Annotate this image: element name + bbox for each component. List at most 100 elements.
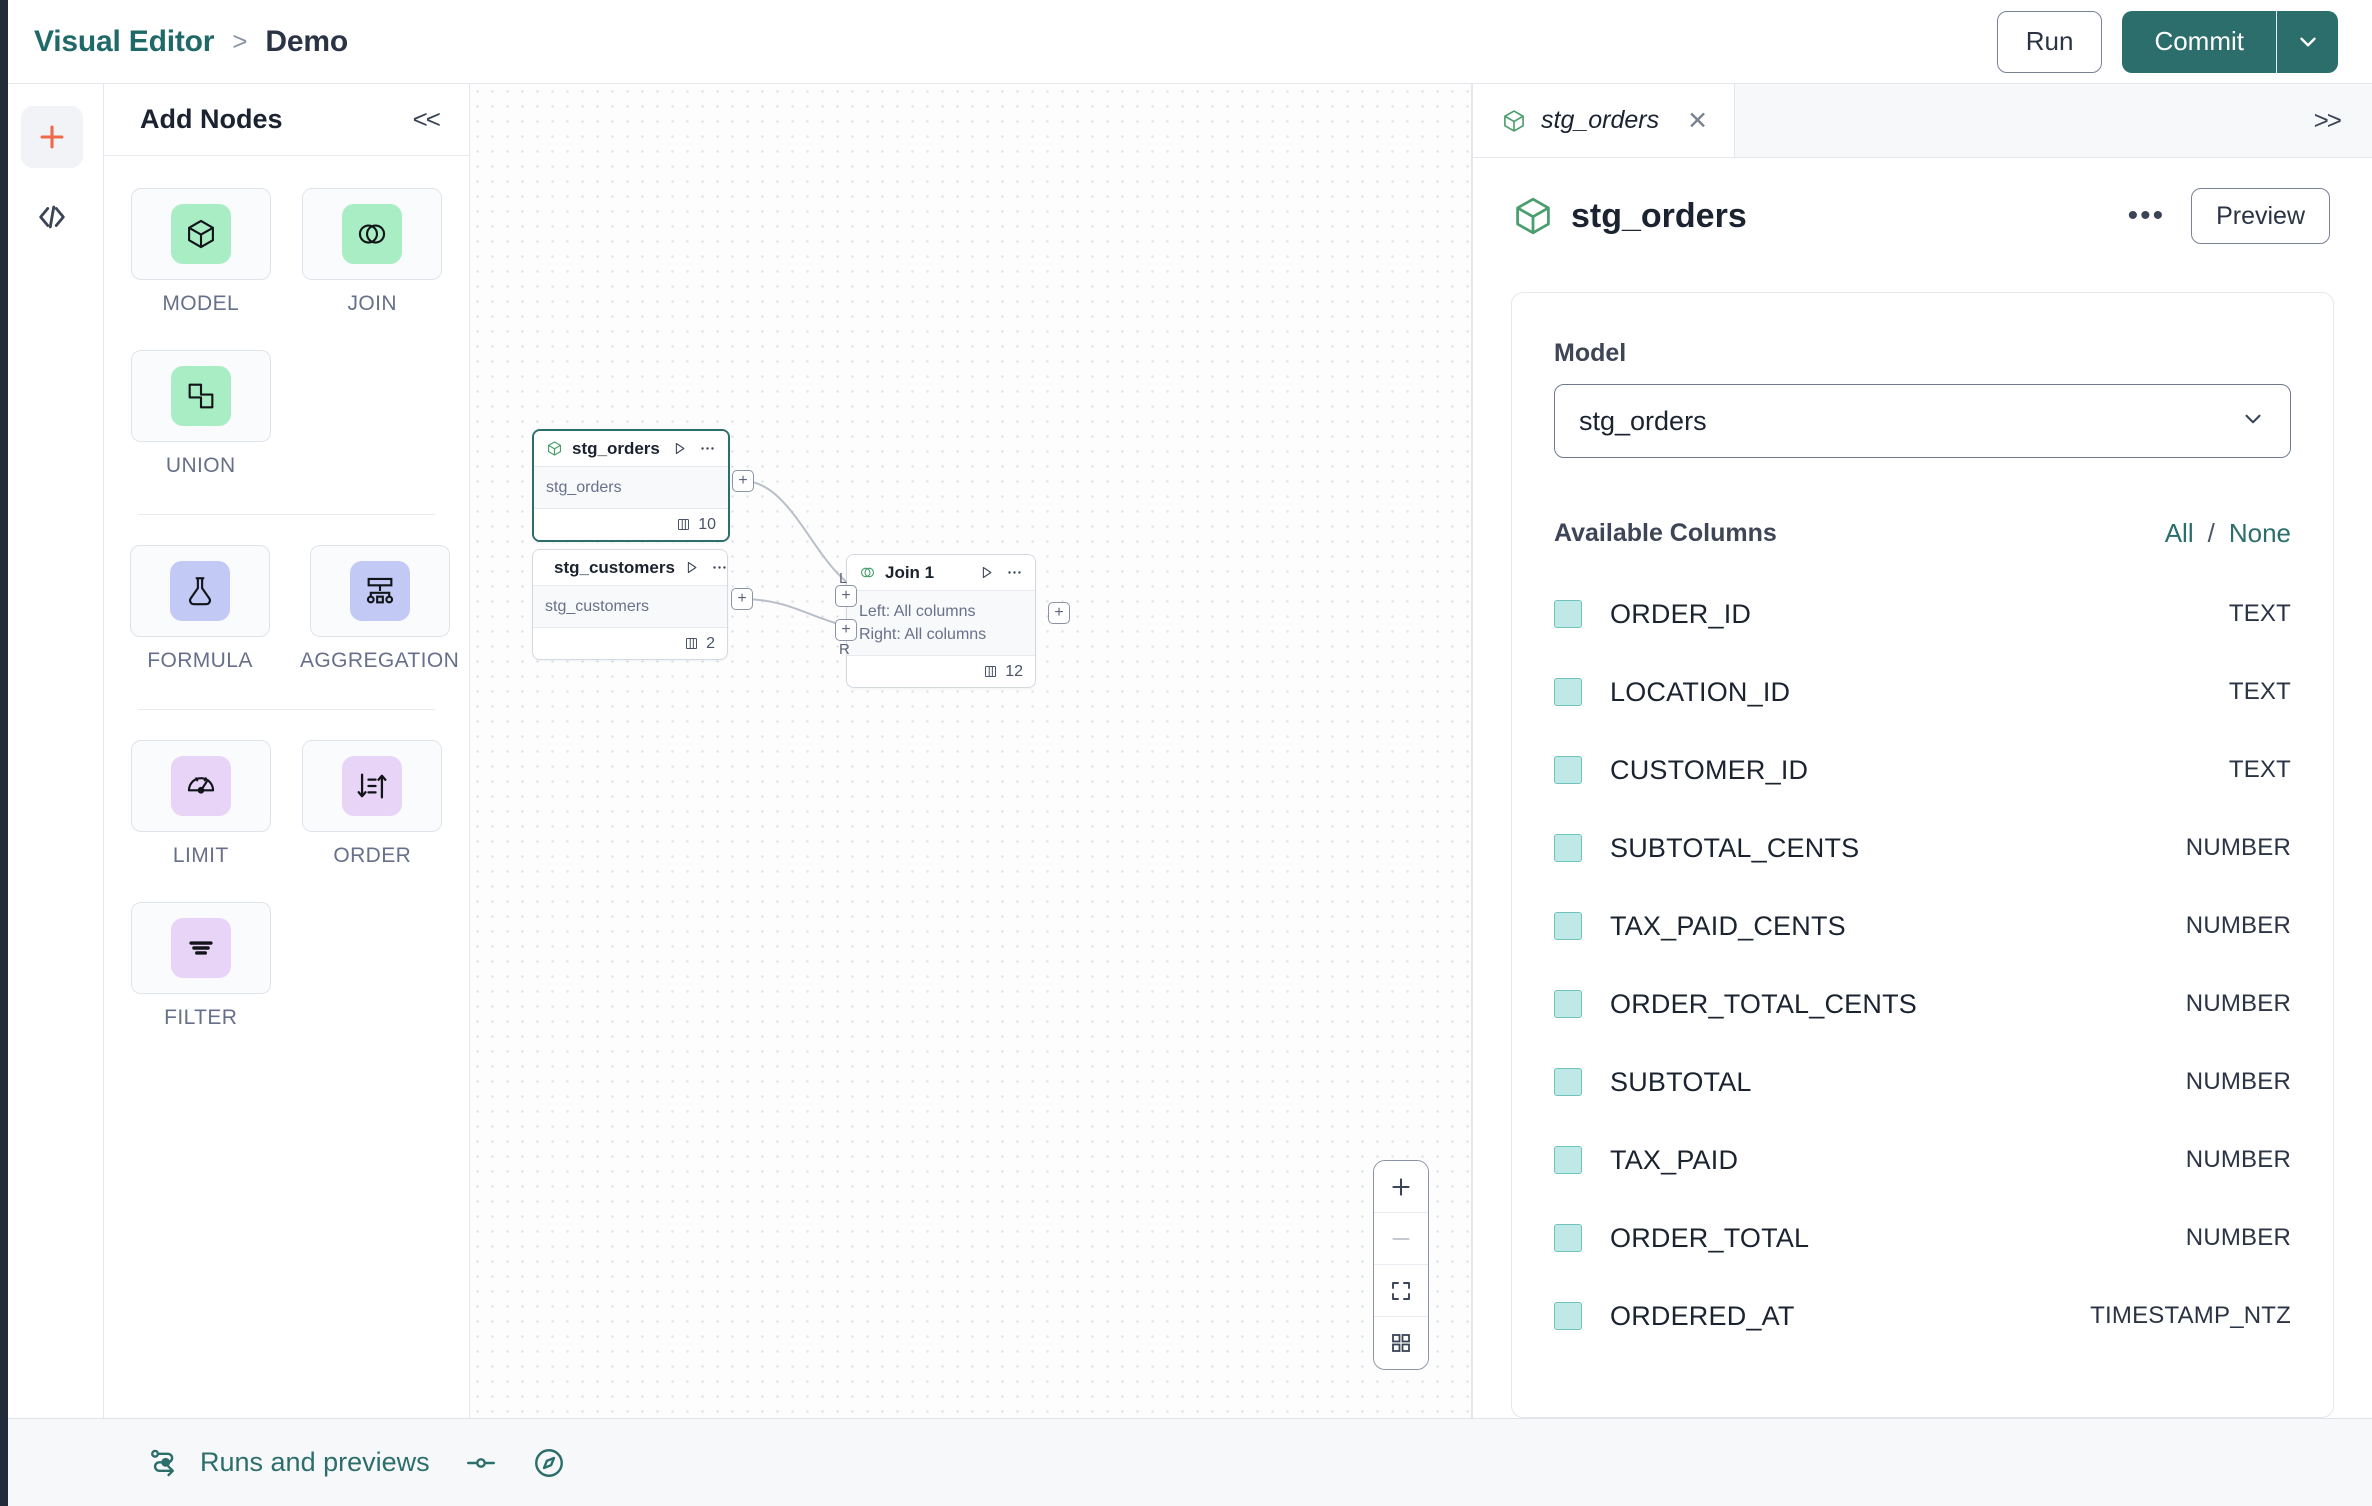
node-option-model[interactable]: MODEL: [130, 188, 272, 342]
column-checkbox[interactable]: [1554, 990, 1582, 1018]
commit-dropdown-button[interactable]: [2276, 10, 2338, 73]
column-checkbox[interactable]: [1554, 600, 1582, 628]
right-panel-header: stg_orders ••• Preview: [1473, 158, 2372, 244]
available-columns-header: Available Columns All / None: [1554, 518, 2291, 549]
flow-node-header: stg_orders: [534, 431, 728, 467]
column-row[interactable]: TAX_PAID_CENTS NUMBER: [1554, 887, 2291, 965]
flow-node-join-1[interactable]: Join 1 Left: All columns Right: All colu…: [846, 554, 1036, 689]
node-tile-formula[interactable]: [130, 545, 270, 637]
collapse-panel-button[interactable]: <<: [412, 104, 441, 134]
add-node-rail-button[interactable]: [20, 106, 83, 168]
window-left-edge: [0, 0, 8, 1506]
node-tile-filter[interactable]: [130, 902, 271, 994]
flow-canvas[interactable]: stg_orders stg_orders 10 +: [470, 84, 1472, 1418]
column-row[interactable]: SUBTOTAL_CENTS NUMBER: [1554, 809, 2291, 887]
node-label-order: ORDER: [333, 844, 412, 867]
column-row[interactable]: TAX_PAID NUMBER: [1554, 1121, 2291, 1199]
preview-button[interactable]: Preview: [2191, 188, 2330, 244]
join-input-handle-left[interactable]: +: [835, 585, 857, 607]
node-option-join[interactable]: JOIN: [302, 188, 444, 342]
column-type: NUMBER: [2185, 834, 2291, 861]
output-handle-stg-orders[interactable]: +: [732, 470, 754, 492]
node-tile-aggregation[interactable]: [309, 545, 450, 637]
flow-node-column-count: 2: [706, 634, 715, 652]
column-checkbox[interactable]: [1554, 678, 1582, 706]
commit-button[interactable]: Commit: [2122, 10, 2276, 73]
node-label-filter: FILTER: [164, 1006, 238, 1029]
column-row[interactable]: LOCATION_ID TEXT: [1554, 653, 2291, 731]
column-row[interactable]: ORDER_TOTAL_CENTS NUMBER: [1554, 965, 2291, 1043]
column-checkbox[interactable]: [1554, 912, 1582, 940]
select-none-link[interactable]: None: [2228, 518, 2291, 548]
flow-node-stg-customers[interactable]: stg_customers stg_customers 2: [532, 549, 728, 661]
node-option-limit[interactable]: LIMIT: [130, 740, 272, 894]
node-tile-limit[interactable]: [130, 740, 271, 832]
node-option-union[interactable]: UNION: [130, 350, 272, 504]
zoom-out-button[interactable]: [1374, 1213, 1428, 1265]
flow-node-stg-orders[interactable]: stg_orders stg_orders 10: [532, 429, 730, 543]
node-tile-union[interactable]: [130, 350, 271, 442]
node-group-transforms: FORMULA AGGREGATION: [130, 545, 459, 699]
model-select[interactable]: stg_orders: [1554, 384, 2291, 458]
node-option-filter[interactable]: FILTER: [130, 902, 272, 1056]
flow-node-header: Join 1: [847, 555, 1035, 591]
run-node-icon[interactable]: [979, 565, 994, 580]
node-tile-model[interactable]: [130, 188, 271, 280]
run-node-icon[interactable]: [672, 441, 687, 456]
column-row[interactable]: ORDER_ID TEXT: [1554, 575, 2291, 653]
column-row[interactable]: SUBTOTAL NUMBER: [1554, 1043, 2291, 1121]
add-nodes-title: Add Nodes: [140, 104, 283, 134]
column-row[interactable]: ORDERED_AT TIMESTAMP_NTZ: [1554, 1277, 2291, 1355]
node-option-formula[interactable]: FORMULA: [130, 545, 270, 699]
output-handle-join-1[interactable]: +: [1048, 602, 1070, 624]
run-node-icon[interactable]: [684, 560, 699, 575]
fit-view-button[interactable]: [1374, 1265, 1428, 1317]
add-nodes-body: MODEL JOIN: [104, 156, 469, 1056]
column-checkbox[interactable]: [1554, 1068, 1582, 1096]
close-icon[interactable]: ✕: [1687, 106, 1709, 135]
node-option-order[interactable]: ORDER: [302, 740, 444, 894]
minimap-button[interactable]: [1374, 1317, 1428, 1369]
node-menu-icon[interactable]: [711, 559, 728, 576]
column-row[interactable]: ORDER_TOTAL NUMBER: [1554, 1199, 2291, 1277]
right-panel-header-actions: ••• Preview: [2128, 188, 2330, 244]
flow-node-body: stg_customers: [533, 586, 727, 628]
top-bar: Visual Editor > Demo Run Commit: [0, 0, 2372, 84]
column-checkbox[interactable]: [1554, 1302, 1582, 1330]
join-input-handle-right[interactable]: +: [835, 619, 857, 641]
output-handle-stg-customers[interactable]: +: [731, 588, 753, 610]
bottom-bar: Runs and previews: [0, 1418, 2372, 1506]
column-name: ORDER_ID: [1610, 598, 1752, 629]
select-all-link[interactable]: All: [2164, 518, 2194, 548]
node-menu-icon[interactable]: [1006, 564, 1023, 581]
code-view-rail-button[interactable]: [21, 186, 83, 248]
column-type: NUMBER: [2185, 912, 2291, 939]
column-name: TAX_PAID: [1610, 1144, 1739, 1175]
compass-icon[interactable]: [532, 1446, 566, 1480]
node-menu-icon[interactable]: [699, 440, 716, 457]
filter-icon: [189, 941, 213, 955]
expand-panel-button[interactable]: >>: [2313, 105, 2342, 135]
runs-and-previews-button[interactable]: Runs and previews: [148, 1446, 430, 1480]
column-row[interactable]: CUSTOMER_ID TEXT: [1554, 731, 2291, 809]
zoom-in-button[interactable]: [1374, 1161, 1428, 1213]
tab-stg-orders[interactable]: stg_orders ✕: [1473, 84, 1736, 157]
breadcrumb-visual-editor[interactable]: Visual Editor: [34, 24, 215, 58]
add-nodes-panel: Add Nodes << MODEL: [104, 84, 470, 1418]
column-checkbox[interactable]: [1554, 1146, 1582, 1174]
column-checkbox[interactable]: [1554, 1224, 1582, 1252]
node-tile-join[interactable]: [302, 188, 443, 280]
node-option-aggregation[interactable]: AGGREGATION: [300, 545, 459, 699]
column-type: TEXT: [2228, 678, 2291, 705]
panel-menu-icon[interactable]: •••: [2127, 199, 2166, 232]
slider-icon[interactable]: [464, 1446, 498, 1480]
run-button[interactable]: Run: [1996, 10, 2103, 73]
nodes-divider-2: [138, 709, 435, 710]
column-checkbox[interactable]: [1554, 756, 1582, 784]
cube-icon: [1516, 197, 1550, 235]
column-checkbox[interactable]: [1554, 834, 1582, 862]
node-tile-order[interactable]: [302, 740, 443, 832]
hierarchy-icon: [366, 577, 393, 604]
breadcrumb-demo[interactable]: Demo: [265, 24, 348, 58]
